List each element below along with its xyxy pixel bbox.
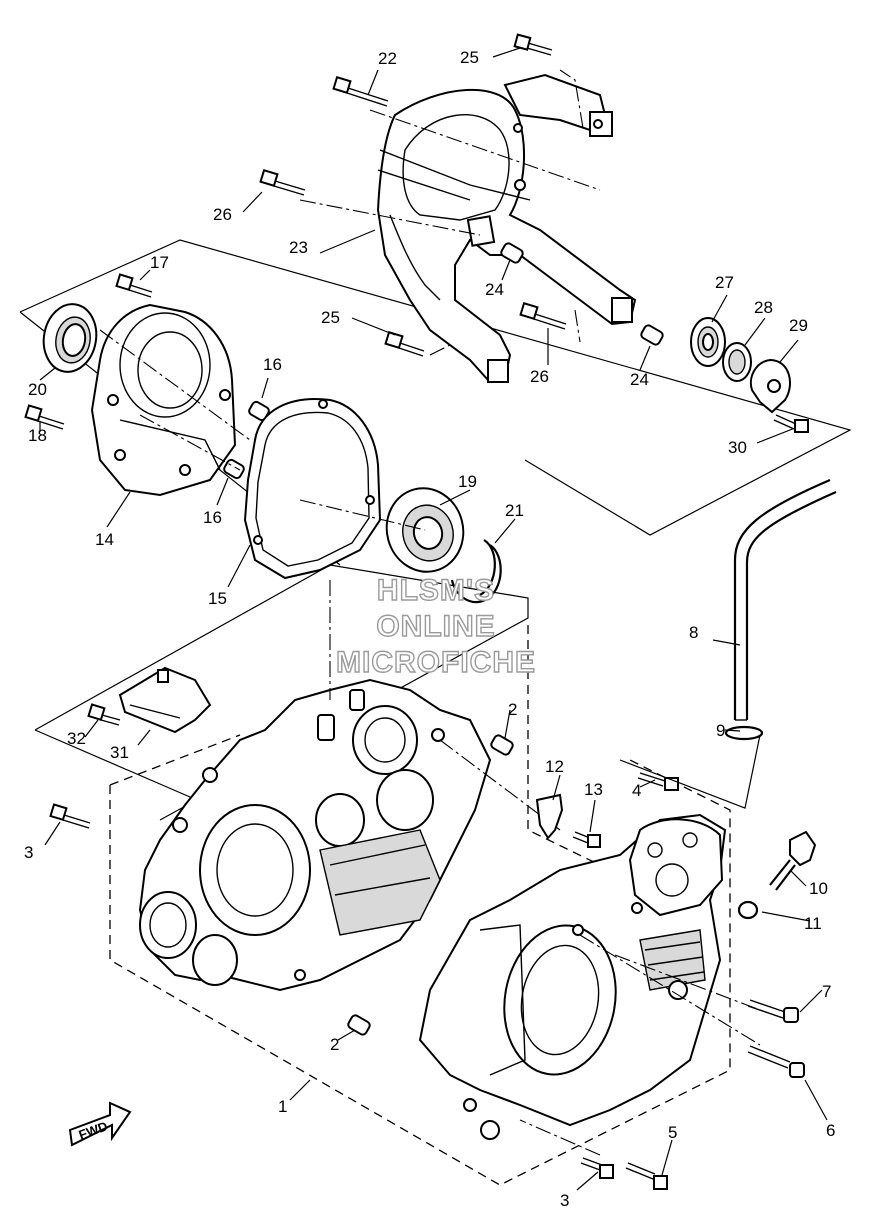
dowel-2-icons bbox=[347, 734, 514, 1036]
watermark: HLSM'S ONLINE MICROFICHE bbox=[335, 573, 536, 679]
callout-31: 31 bbox=[110, 743, 129, 762]
bearing-27-icon bbox=[690, 317, 726, 367]
callout-23: 23 bbox=[289, 238, 308, 257]
callout-26-lower: 26 bbox=[530, 367, 549, 386]
callout-21: 21 bbox=[505, 501, 524, 520]
callout-25: 25 bbox=[460, 48, 479, 67]
callout-6: 6 bbox=[826, 1121, 835, 1140]
o-ring-11-icon bbox=[737, 900, 759, 920]
breather-hose-8 bbox=[733, 478, 837, 721]
fwd-label: FWD bbox=[77, 1118, 110, 1142]
callout-16-lower: 16 bbox=[203, 508, 222, 527]
callout-4: 4 bbox=[632, 781, 641, 800]
callout-32: 32 bbox=[67, 729, 86, 748]
callout-3: 3 bbox=[24, 843, 33, 862]
callout-3-bottom: 3 bbox=[560, 1191, 569, 1210]
bolt-25-top-icon bbox=[513, 33, 553, 56]
bolt-18-icon bbox=[24, 404, 65, 430]
bolt-13-icon bbox=[572, 831, 601, 848]
bolt-3-left-icon bbox=[49, 803, 91, 829]
oil-seal-20-icon bbox=[42, 303, 98, 373]
bolt-26-mid-icon bbox=[519, 301, 567, 330]
callout-10: 10 bbox=[809, 879, 828, 898]
bolt-32-icon bbox=[87, 703, 121, 726]
cover-bracket-part-23 bbox=[376, 73, 637, 383]
hose-clip-9-icon bbox=[724, 725, 764, 741]
callout-labels: 22 25 26 23 24 25 26 24 27 28 29 30 17 2… bbox=[24, 48, 835, 1210]
bolt-25-mid-icon bbox=[384, 330, 425, 357]
bolt-7-icon bbox=[747, 999, 799, 1023]
watermark-line-3: MICROFICHE bbox=[336, 646, 536, 679]
assembly-centerlines bbox=[99, 69, 761, 1156]
group-outline-assembly-dashed bbox=[109, 625, 731, 1186]
callout-24-lower: 24 bbox=[630, 370, 649, 389]
bolt-22-icon bbox=[332, 75, 389, 107]
callout-2-lower: 2 bbox=[330, 1035, 339, 1054]
leader-lines bbox=[39, 47, 828, 1191]
callout-26: 26 bbox=[213, 205, 232, 224]
callout-9: 9 bbox=[716, 721, 725, 740]
callout-15: 15 bbox=[208, 589, 227, 608]
circlip-21-icon bbox=[450, 539, 502, 604]
dowel-24-icons bbox=[500, 242, 664, 346]
callout-27: 27 bbox=[715, 273, 734, 292]
callout-20: 20 bbox=[28, 380, 47, 399]
crankcase-left-half bbox=[138, 678, 492, 992]
bolt-3-bottom-icon bbox=[580, 1157, 614, 1179]
callout-13: 13 bbox=[584, 780, 603, 799]
group-outline-case bbox=[34, 564, 529, 821]
bolt-6-icon bbox=[747, 1045, 805, 1078]
collar-28-icon bbox=[722, 342, 752, 382]
bracket-12-icon bbox=[535, 793, 564, 840]
dipstick-10-icon bbox=[769, 830, 817, 891]
callout-16: 16 bbox=[263, 355, 282, 374]
forward-direction-badge: FWD bbox=[68, 1101, 132, 1147]
bolt-5-icon bbox=[625, 1162, 668, 1190]
callout-7: 7 bbox=[822, 982, 831, 1001]
crankcase-right-half bbox=[418, 813, 727, 1140]
callout-29: 29 bbox=[789, 316, 808, 335]
bolt-30-icon bbox=[773, 414, 809, 433]
callout-18: 18 bbox=[28, 426, 47, 445]
callout-30: 30 bbox=[728, 438, 747, 457]
callout-11: 11 bbox=[804, 914, 822, 933]
callout-2: 2 bbox=[508, 700, 517, 719]
callout-22: 22 bbox=[378, 49, 397, 68]
plate-29-icon bbox=[750, 358, 791, 414]
callout-12: 12 bbox=[545, 757, 564, 776]
gasket-15 bbox=[243, 398, 382, 580]
bolt-26-top-icon bbox=[259, 168, 306, 196]
callout-14: 14 bbox=[95, 530, 114, 549]
watermark-line-1: HLSM'S bbox=[377, 574, 495, 607]
callout-25-lower: 25 bbox=[321, 308, 340, 327]
callout-5: 5 bbox=[668, 1123, 677, 1142]
bolt-17-icon bbox=[115, 273, 153, 298]
watermark-line-2: ONLINE bbox=[376, 610, 495, 643]
callout-28: 28 bbox=[754, 298, 773, 317]
callout-1: 1 bbox=[278, 1097, 287, 1116]
callout-24: 24 bbox=[485, 280, 504, 299]
callout-8: 8 bbox=[689, 623, 698, 642]
stay-31 bbox=[118, 666, 212, 734]
callout-17: 17 bbox=[150, 253, 169, 272]
bolt-4-icon bbox=[637, 772, 679, 791]
cover-14 bbox=[90, 303, 237, 497]
callout-19: 19 bbox=[458, 472, 477, 491]
